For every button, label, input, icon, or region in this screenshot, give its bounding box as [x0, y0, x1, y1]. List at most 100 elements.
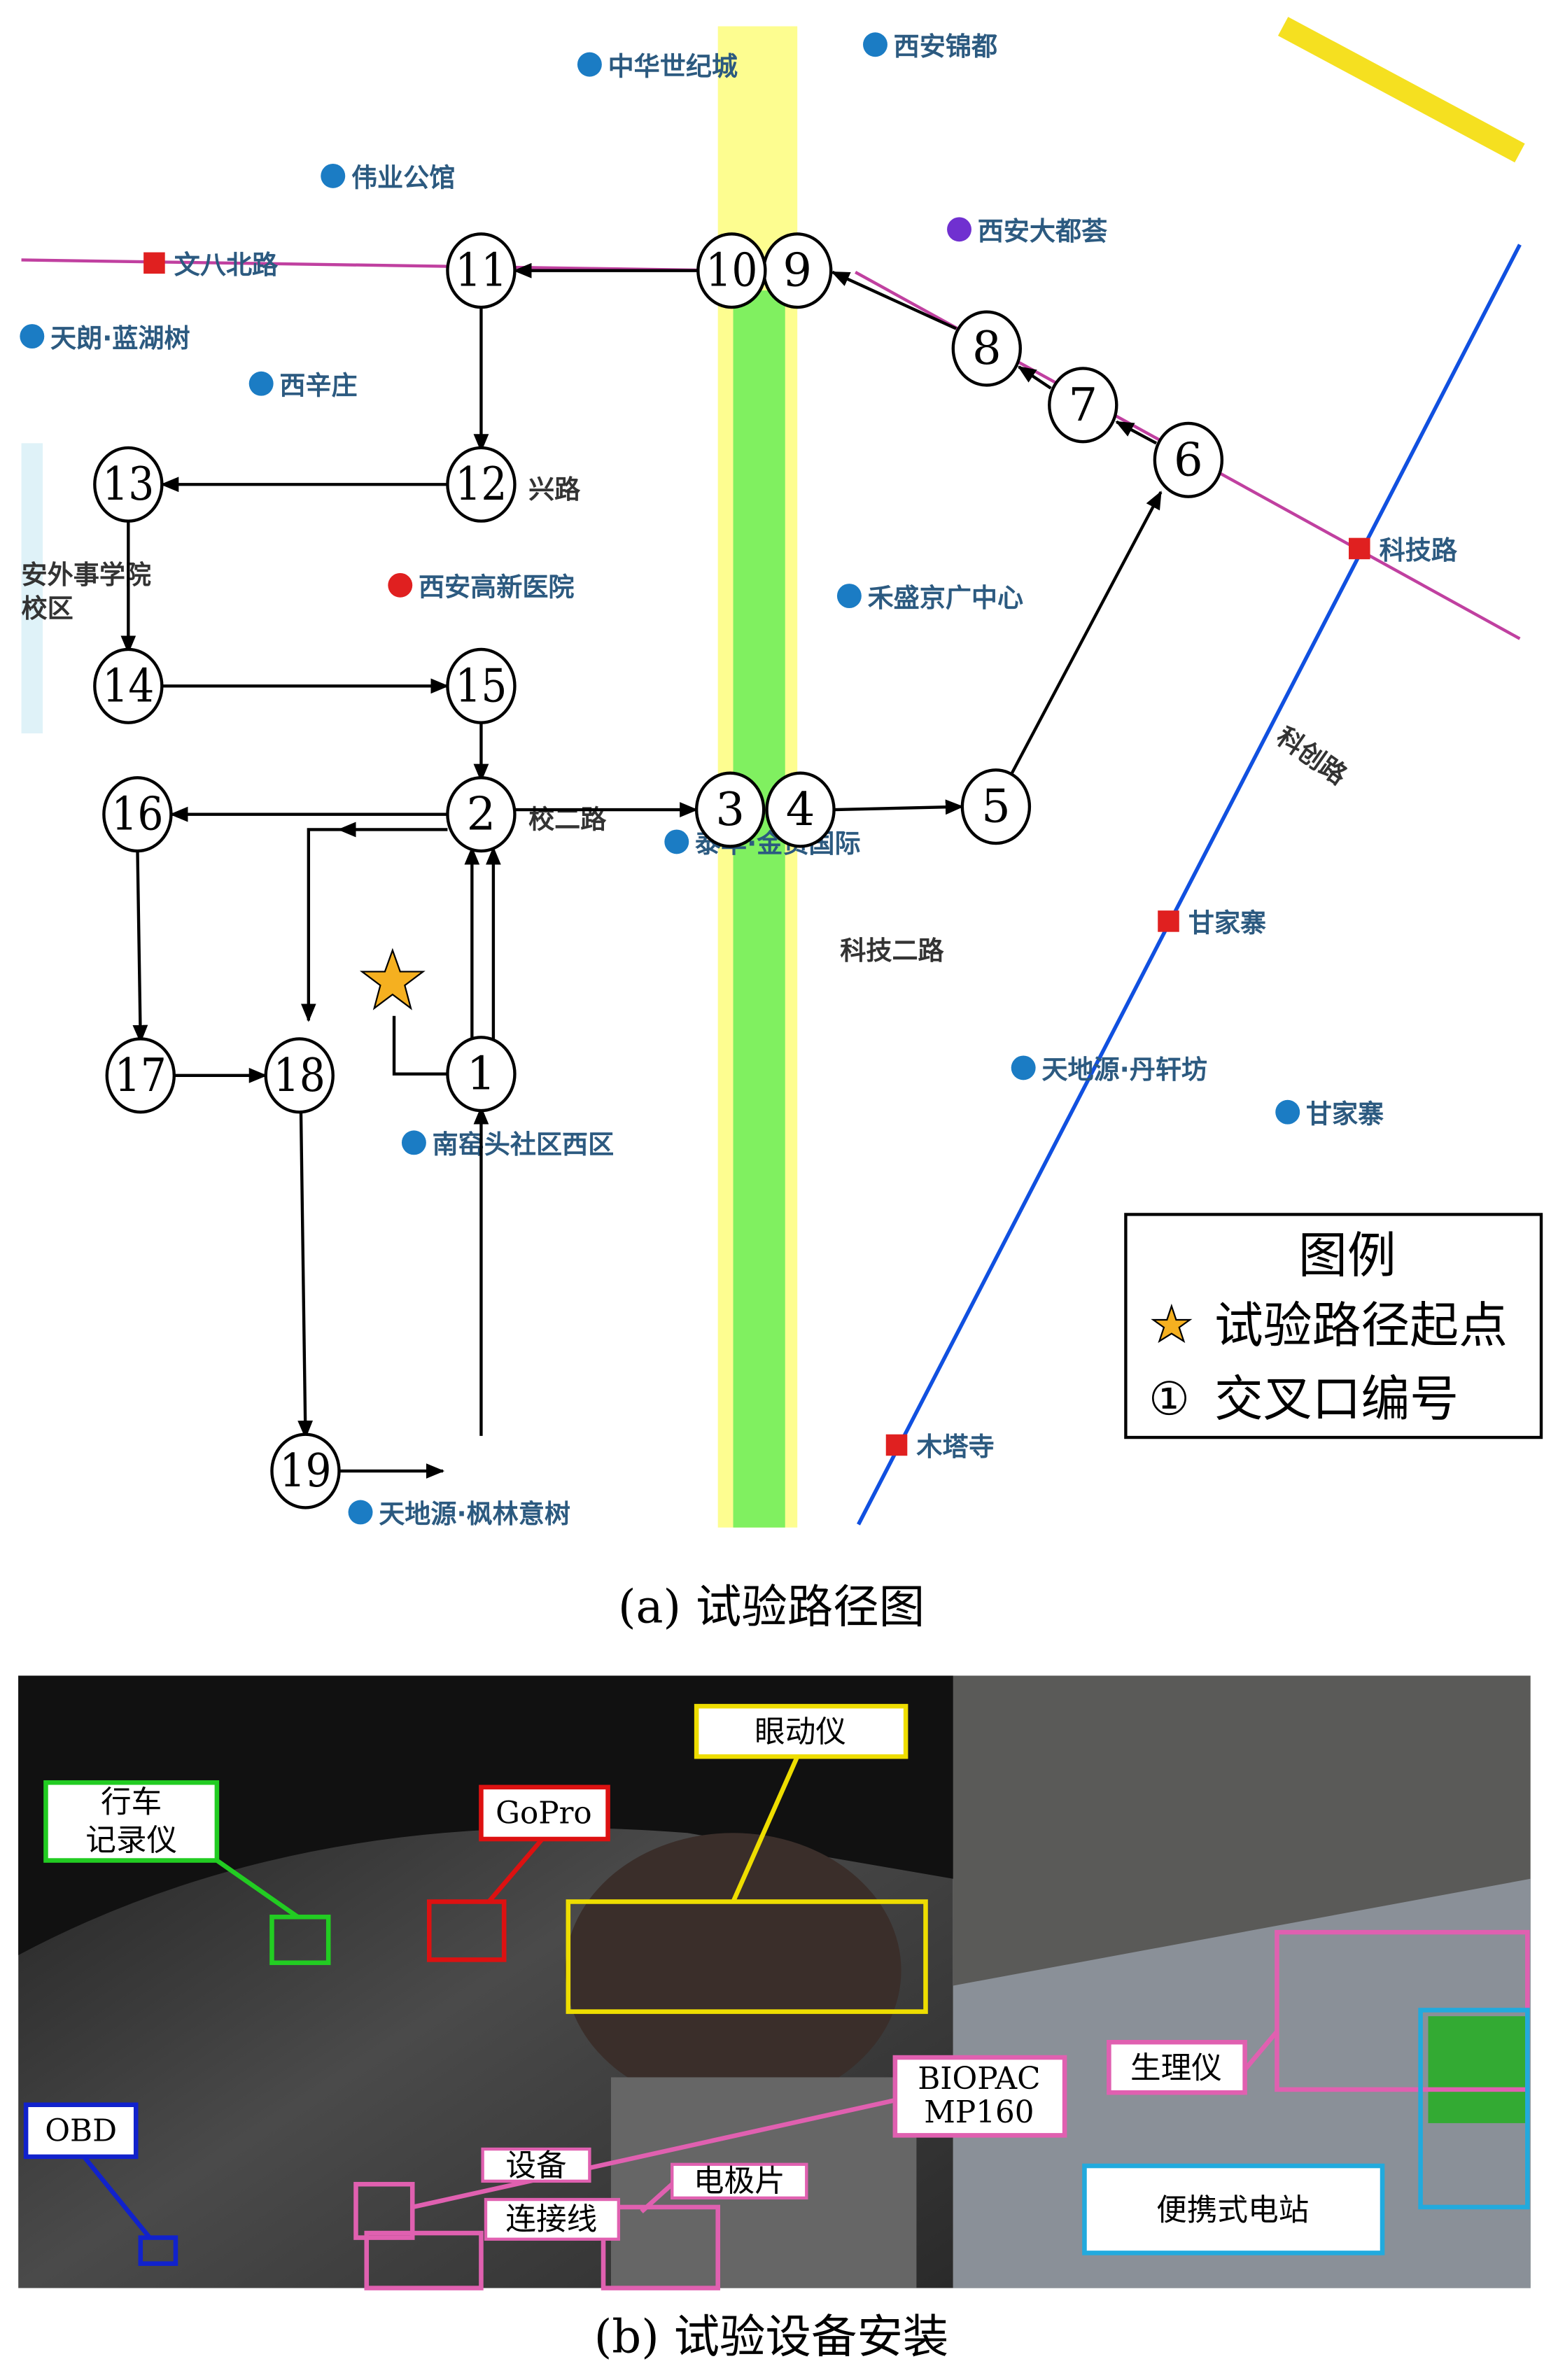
poi-marker-icon	[664, 829, 689, 854]
poi-label: 科技路	[1380, 535, 1458, 565]
poi-label: 南窑头社区西区	[433, 1129, 615, 1160]
svg-text:16: 16	[111, 788, 163, 841]
intersection-node-16: 16	[102, 776, 173, 853]
poi-label: 兴路	[528, 474, 581, 505]
poi-label: 甘家寨	[1306, 1099, 1384, 1129]
poi-label: 禾盛京广中心	[868, 583, 1024, 613]
svg-text:2: 2	[467, 788, 496, 841]
label-eyetracker: 眼动仪	[755, 1714, 846, 1750]
poi-label: 文八北路	[174, 250, 279, 280]
intersection-node-5: 5	[960, 768, 1032, 845]
start-star-icon	[359, 948, 426, 1011]
road-diagonal	[1277, 17, 1525, 163]
intersection-node-14: 14	[93, 647, 164, 724]
poi-marker-icon	[577, 52, 602, 77]
label-power: 便携式电站	[1156, 2192, 1309, 2228]
poi-marker-icon	[947, 217, 971, 242]
poi-marker-icon	[1011, 1055, 1036, 1080]
poi-marker-icon	[401, 1130, 426, 1155]
svg-text:9: 9	[782, 244, 812, 297]
poi-marker-icon	[1275, 1099, 1300, 1125]
label-cable: 连接线	[505, 2202, 597, 2237]
label-dashcam-1: 行车	[101, 1784, 162, 1820]
label-dashcam-2: 记录仪	[85, 1823, 177, 1859]
poi-marker-icon	[348, 1500, 373, 1525]
poi-label: 科技二路	[840, 936, 944, 966]
poi-label: 天地源·枫林意树	[379, 1499, 570, 1529]
metro-line-blue	[857, 244, 1522, 1526]
intersection-node-9: 9	[762, 232, 833, 309]
intersection-node-4: 4	[765, 771, 836, 848]
poi-marker-icon	[1349, 537, 1370, 560]
svg-text:13: 13	[102, 458, 154, 511]
label-electrode: 电极片	[694, 2163, 785, 2199]
poi-label: 天地源·丹轩坊	[1041, 1055, 1207, 1085]
intersection-node-7: 7	[1048, 367, 1118, 444]
intersection-node-12: 12	[446, 446, 517, 523]
label-biopac-1: BIOPAC	[918, 2061, 1040, 2097]
legend-start: 试验路径起点	[1214, 1297, 1508, 1354]
caption-a: (a) 试验路径图	[618, 1580, 925, 1633]
intersection-node-15: 15	[446, 647, 517, 724]
water-area	[21, 443, 43, 733]
poi-label: 西安大都荟	[978, 216, 1107, 246]
poi-label: 校区	[22, 593, 73, 624]
intersection-node-19: 19	[270, 1432, 341, 1509]
star-icon	[1151, 1303, 1193, 1344]
svg-text:6: 6	[1174, 433, 1203, 486]
poi-label: 西安锦都	[894, 31, 997, 62]
poi-label: 安外事学院	[22, 560, 151, 590]
intersection-node-2: 2	[446, 776, 517, 853]
intersection-node-13: 13	[93, 446, 164, 523]
poi-marker-icon	[1158, 910, 1179, 932]
svg-text:17: 17	[115, 1049, 167, 1102]
label-biopac-2: MP160	[924, 2094, 1034, 2130]
label-gopro: GoPro	[496, 1795, 592, 1831]
poi-label: 科创路	[1271, 721, 1353, 791]
poi-marker-icon	[143, 252, 165, 274]
legend-title: 图例	[1298, 1227, 1396, 1284]
poi-marker-icon	[836, 584, 862, 609]
poi-marker-icon	[248, 371, 274, 396]
svg-text:15: 15	[455, 659, 507, 712]
intersection-node-18: 18	[264, 1037, 335, 1114]
svg-text:14: 14	[102, 659, 154, 712]
legend-node-symbol: ①	[1149, 1372, 1190, 1425]
svg-text:1: 1	[467, 1048, 496, 1101]
svg-text:3: 3	[715, 783, 745, 836]
svg-text:4: 4	[786, 783, 815, 836]
equipment-photo: 行车 记录仪 GoPro 眼动仪 OBD BIOPAC MP160 生理仪 设备…	[18, 1675, 1531, 2290]
road-green	[733, 290, 785, 1528]
svg-text:5: 5	[981, 780, 1011, 833]
label-device: 设备	[505, 2148, 566, 2184]
intersection-node-8: 8	[951, 310, 1022, 387]
photo-labels: 行车 记录仪 GoPro 眼动仪 OBD BIOPAC MP160 生理仪 设备…	[23, 1703, 1385, 2255]
legend-node: 交叉口编号	[1214, 1371, 1459, 1428]
intersection-node-11: 11	[446, 232, 517, 309]
poi-label: 甘家寨	[1188, 908, 1266, 938]
intersection-node-1: 1	[446, 1036, 517, 1113]
svg-text:19: 19	[279, 1444, 331, 1498]
poi-marker-icon	[388, 572, 413, 598]
label-physio: 生理仪	[1130, 2050, 1222, 2086]
poi-label: 天朗·蓝湖树	[50, 323, 190, 353]
intersection-node-10: 10	[696, 232, 767, 309]
caption-b: (b) 试验设备安装	[594, 2310, 949, 2363]
poi-marker-icon	[321, 163, 346, 188]
svg-text:12: 12	[455, 458, 507, 511]
label-obd: OBD	[45, 2113, 117, 2148]
poi-label: 西辛庄	[279, 370, 357, 400]
intersection-node-6: 6	[1153, 421, 1224, 498]
poi-label: 木塔寺	[916, 1432, 994, 1462]
poi-marker-icon	[885, 1434, 908, 1456]
svg-text:7: 7	[1068, 379, 1097, 432]
poi-marker-icon	[863, 32, 887, 57]
svg-text:18: 18	[274, 1049, 325, 1102]
svg-text:11: 11	[455, 244, 507, 297]
legend: 图例 试验路径起点 ① 交叉口编号	[1124, 1213, 1543, 1439]
svg-text:10: 10	[706, 244, 757, 297]
intersection-node-17: 17	[105, 1037, 176, 1114]
intersection-node-3: 3	[694, 771, 766, 848]
